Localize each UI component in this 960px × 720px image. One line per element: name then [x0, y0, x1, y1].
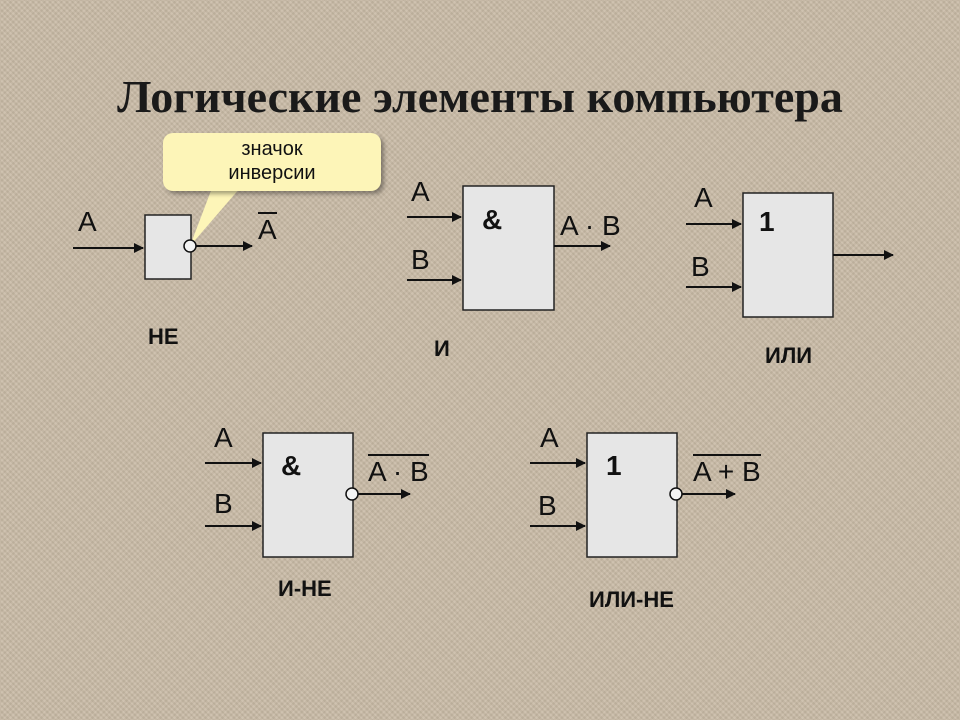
and-gate	[407, 185, 611, 311]
nand-gate-label: И-НЕ	[278, 576, 332, 601]
nor-input-b-label: B	[538, 490, 557, 521]
inversion-circle	[669, 487, 683, 501]
not-gate-label: НЕ	[148, 324, 179, 349]
callout-line-1: значок	[241, 138, 303, 160]
inversion-circle	[345, 487, 359, 501]
nand-gate	[205, 432, 411, 558]
or-gate	[686, 192, 894, 318]
or-input-a-label: A	[694, 182, 713, 213]
nor-input-a-label: A	[540, 422, 559, 453]
page-title: Логические элементы компьютера	[117, 71, 843, 122]
nand-symbol: &	[281, 450, 302, 481]
not-output-label: A	[258, 212, 277, 245]
and-input-a-label: A	[411, 176, 430, 207]
and-gate-label: И	[434, 336, 450, 361]
nand-input-a-label: A	[214, 422, 233, 453]
and-symbol: &	[482, 204, 503, 235]
not-gate	[73, 214, 253, 280]
nand-output-label: A · B	[368, 454, 429, 487]
or-gate-label: ИЛИ	[765, 343, 813, 368]
callout-line-2: инверсии	[228, 162, 316, 184]
inversion-callout: значок инверсии	[163, 133, 381, 191]
nor-output-label: A + B	[693, 454, 761, 487]
nand-input-b-label: B	[214, 488, 233, 519]
nor-gate	[530, 432, 736, 558]
inversion-circle	[183, 239, 197, 253]
not-input-label: A	[78, 206, 97, 237]
or-symbol: 1	[759, 206, 775, 237]
and-output-label: A · B	[560, 210, 621, 241]
nor-gate-label: ИЛИ-НЕ	[589, 587, 674, 612]
or-input-b-label: B	[691, 251, 710, 282]
callout-pointer	[190, 188, 240, 246]
and-input-b-label: B	[411, 244, 430, 275]
nor-symbol: 1	[606, 450, 622, 481]
